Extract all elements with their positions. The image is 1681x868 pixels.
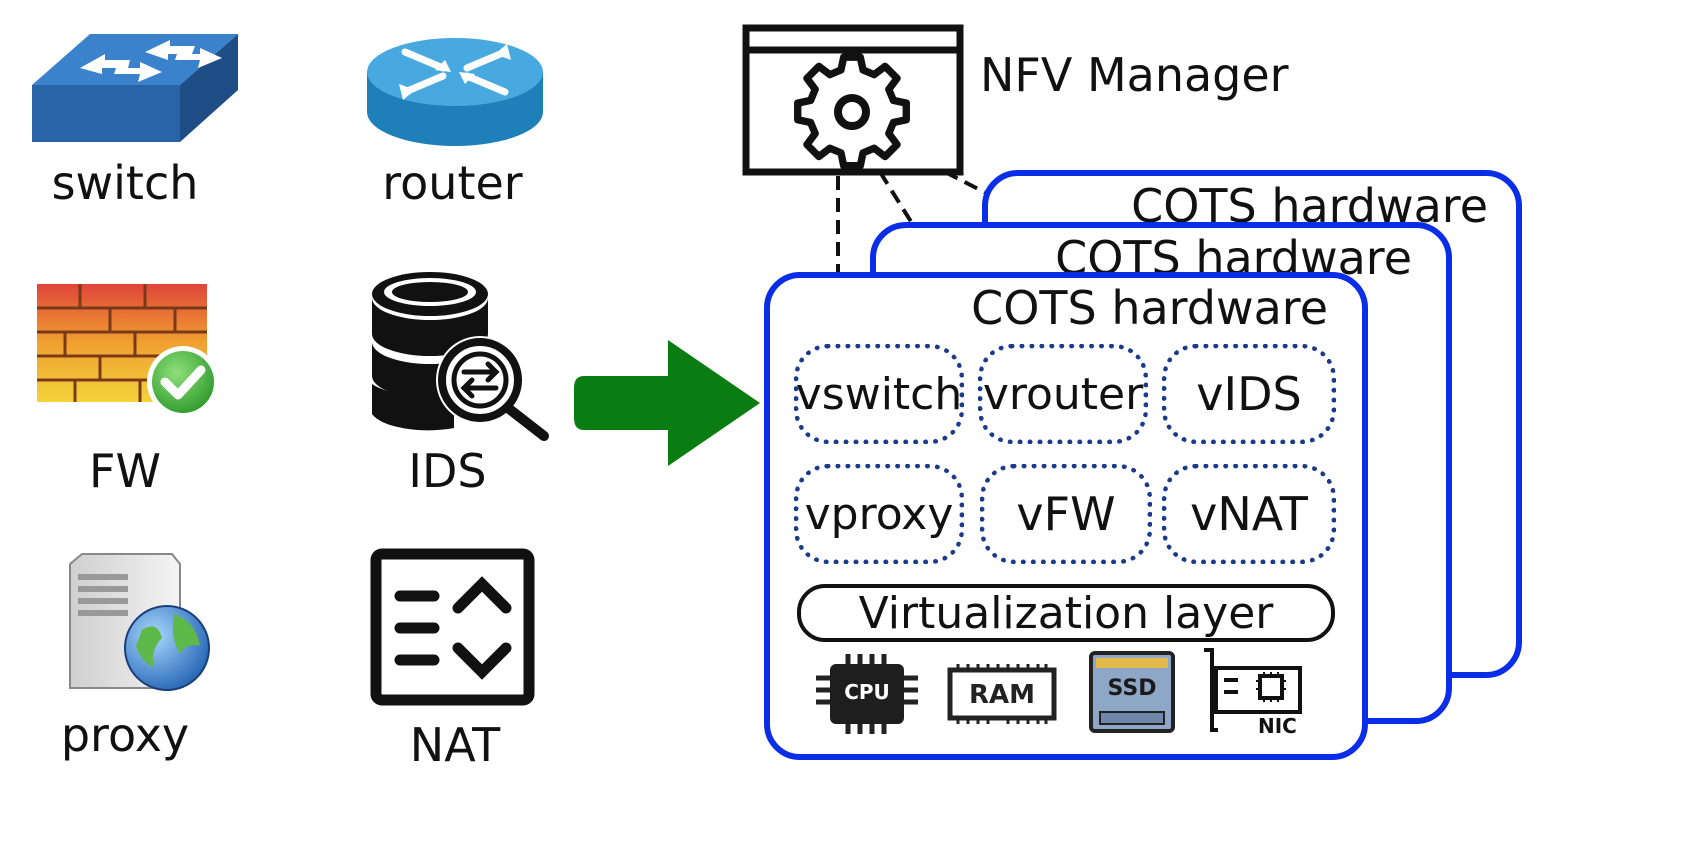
cpu-icon: CPU: [812, 652, 922, 736]
vnf-vfw: vFW: [980, 464, 1152, 564]
ids-icon: [368, 268, 553, 443]
virtualization-layer: Virtualization layer: [797, 584, 1335, 642]
ssd-label: SSD: [1107, 676, 1157, 701]
firewall-icon: [35, 282, 225, 422]
proxy-icon: [62, 550, 217, 700]
nat-icon: [370, 548, 535, 706]
fw-label: FW: [89, 444, 161, 498]
nat-label: NAT: [409, 718, 501, 772]
nfv-manager-icon: [742, 24, 964, 176]
nic-label: NIC: [1258, 714, 1297, 738]
ram-label: RAM: [968, 680, 1035, 710]
nic-icon: NIC: [1198, 648, 1308, 738]
switch-label: switch: [51, 156, 199, 210]
cpu-label: CPU: [844, 680, 890, 704]
router-icon: [365, 30, 545, 150]
switch-icon: [30, 30, 240, 145]
cots-hardware-front-title: COTS hardware: [971, 281, 1328, 335]
vnf-vnat: vNAT: [1162, 464, 1336, 564]
proxy-label: proxy: [60, 708, 190, 762]
vnf-vrouter: vrouter: [978, 344, 1148, 444]
transformation-arrow: [570, 338, 765, 468]
ids-label: IDS: [408, 444, 487, 498]
ram-icon: RAM: [946, 664, 1058, 726]
vnf-vswitch: vswitch: [794, 344, 964, 444]
router-label: router: [382, 156, 523, 210]
ssd-icon: SSD: [1088, 650, 1176, 734]
vnf-vproxy: vproxy: [794, 464, 964, 564]
nfv-manager-label: NFV Manager: [980, 48, 1289, 102]
vnf-vids: vIDS: [1162, 344, 1336, 444]
